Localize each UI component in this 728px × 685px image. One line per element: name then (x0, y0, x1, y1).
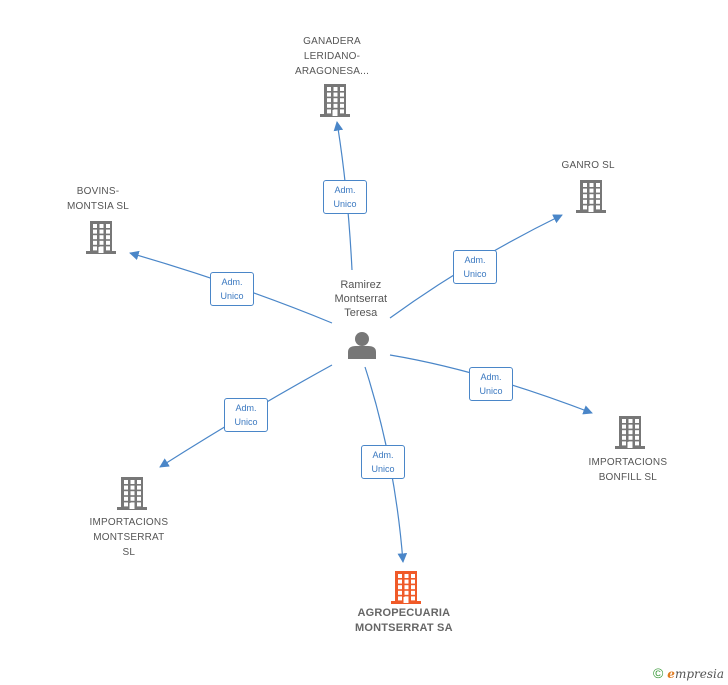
relation-label-agropecuaria: Adm.Unico (361, 445, 405, 479)
copyright-footer: ©empresia (653, 665, 724, 681)
brand-logo: empresia (667, 667, 724, 681)
relation-label-bonfill: Adm.Unico (469, 367, 513, 401)
relation-label-ganro: Adm.Unico (453, 250, 497, 284)
company-icon-bonfill[interactable] (615, 416, 645, 449)
company-label-bovins[interactable]: BOVINS-MONTSIA SL (67, 186, 130, 212)
company-icon-ganro[interactable] (576, 180, 606, 213)
person-icon[interactable] (348, 332, 376, 359)
relation-label-ganadera: Adm.Unico (323, 180, 367, 214)
main-company-icon-agropecuaria[interactable] (391, 571, 421, 604)
company-icon-bovins[interactable] (86, 221, 116, 254)
company-icon-montserrat-sl[interactable] (117, 477, 147, 510)
company-label-ganro[interactable]: GANRO SL (561, 160, 615, 171)
relation-label-bovins: Adm.Unico (210, 272, 254, 306)
company-icon-ganadera[interactable] (320, 84, 350, 117)
relation-label-montserrat-sl: Adm.Unico (224, 398, 268, 432)
copyright-symbol: © (652, 665, 664, 681)
